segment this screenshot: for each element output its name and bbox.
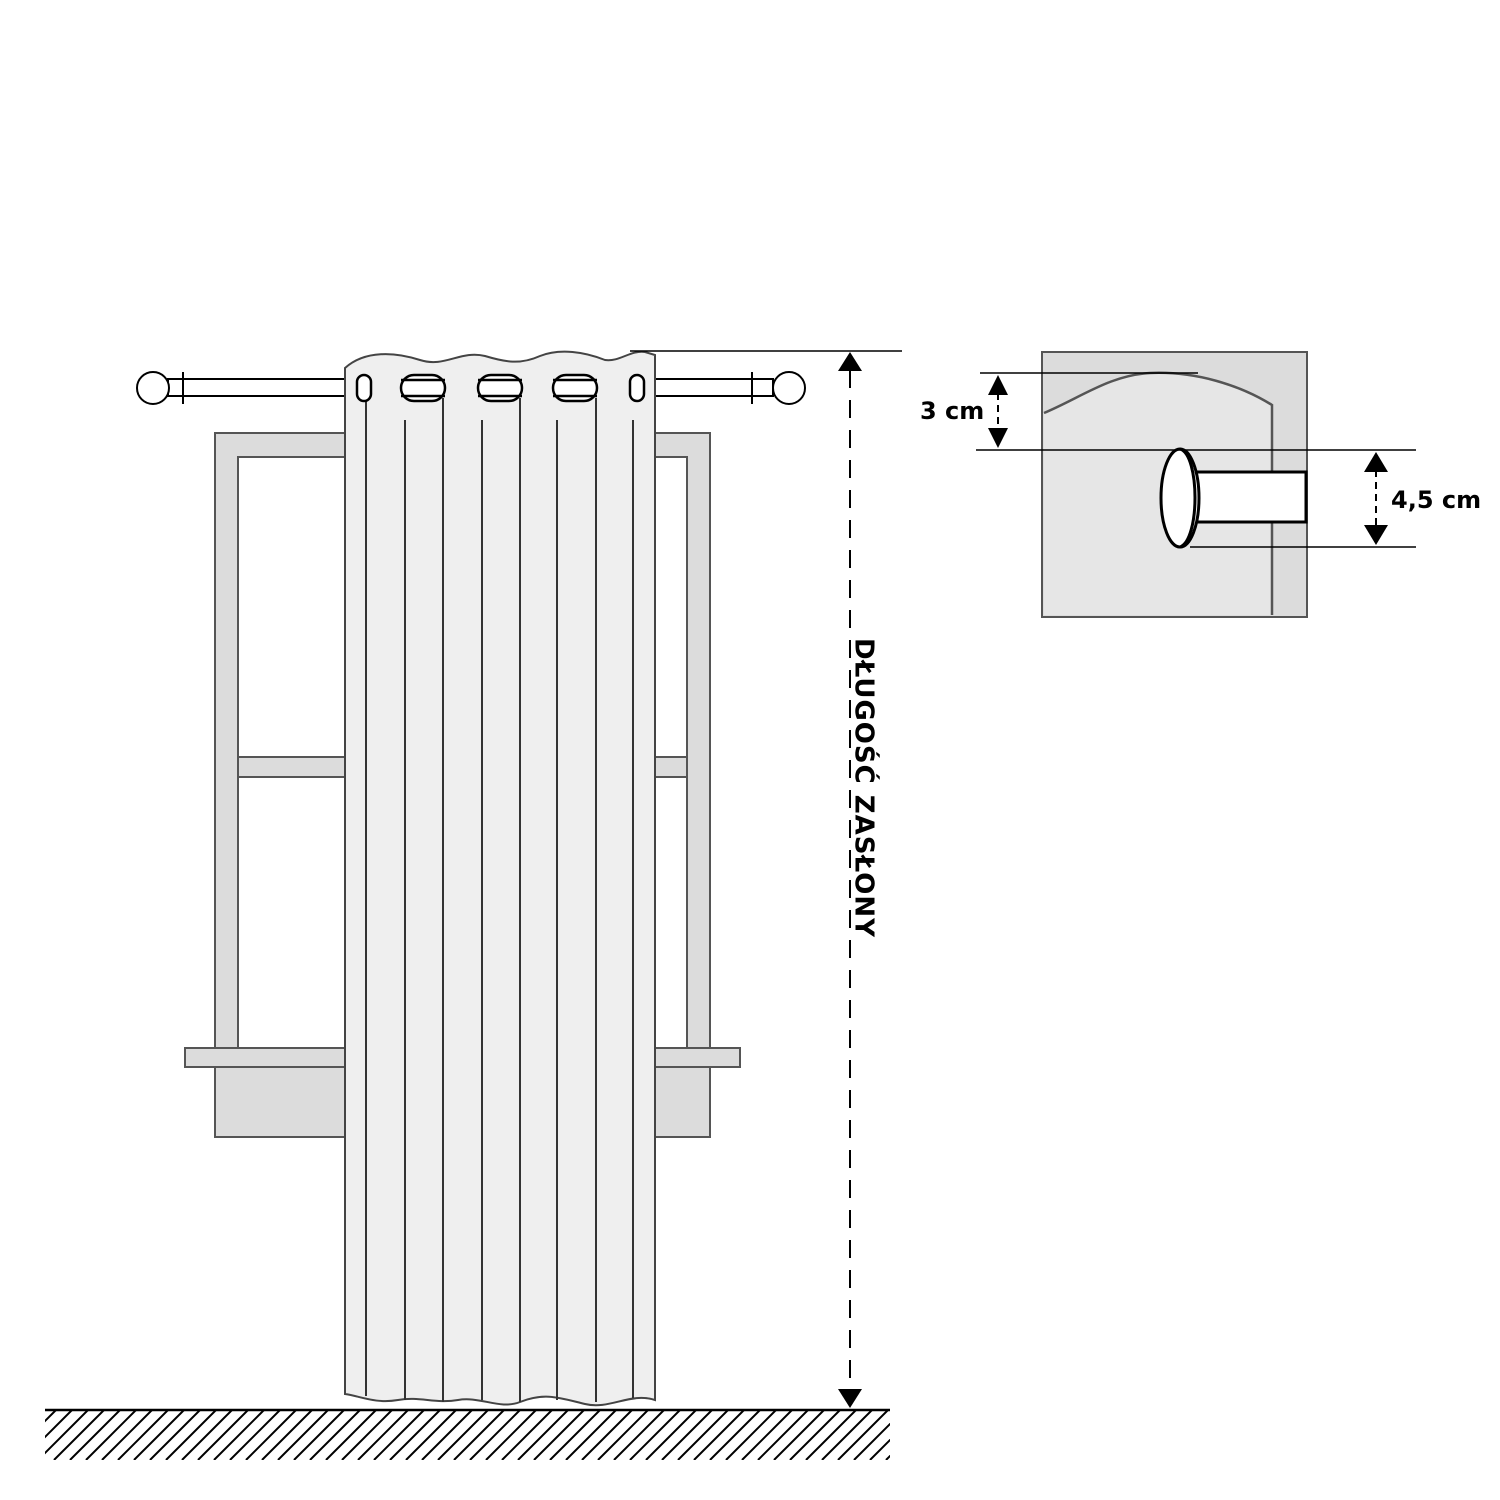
floor-hatch-line [629, 1410, 681, 1460]
floor-hatch-line [277, 1410, 329, 1460]
arrow-up-icon [838, 352, 862, 371]
floor-hatch-line [45, 1410, 73, 1439]
arrow-down-icon [838, 1389, 862, 1408]
floor-hatch-line [45, 1410, 89, 1455]
curtain-folds [365, 398, 634, 1402]
floor-hatch-line [181, 1410, 233, 1460]
floor-hatch-line [0, 1410, 40, 1460]
detail-fabric [1044, 372, 1272, 615]
floor-hatch-line [501, 1410, 553, 1460]
floor-hatch-line [133, 1410, 185, 1460]
floor-hatch-line [53, 1410, 105, 1460]
floor-hatch-line [821, 1410, 873, 1460]
detail-eyelet [1159, 447, 1201, 549]
floor-hatch-line [645, 1410, 697, 1460]
floor-hatch-line [485, 1410, 537, 1460]
floor [0, 1408, 890, 1460]
floor-hatch-line [789, 1410, 841, 1460]
floor-hatch-line [741, 1410, 793, 1460]
floor-hatch-line [373, 1410, 425, 1460]
rod-finial-left [136, 371, 170, 405]
floor-hatch-line [581, 1410, 633, 1460]
floor-hatch-line [45, 1410, 57, 1423]
floor-hatch-line [613, 1410, 665, 1460]
floor-hatch-line [69, 1410, 121, 1460]
eyelet-diameter-dimension: 4,5 cm [1190, 452, 1481, 548]
arrow-up-icon [1364, 452, 1388, 472]
floor-hatch-line [757, 1410, 809, 1460]
floor-hatch-line [533, 1410, 585, 1460]
arrow-down-icon [1364, 525, 1388, 545]
floor-hatch-line [549, 1410, 601, 1460]
floor-hatch-line [261, 1410, 313, 1460]
floor-hatch-line [773, 1410, 825, 1460]
rod-finial-right [772, 371, 806, 405]
floor-hatch-line [197, 1410, 249, 1460]
floor-hatch-line [885, 1454, 890, 1460]
floor-hatch-line [805, 1410, 857, 1460]
floor-hatch-line [229, 1410, 281, 1460]
curtain-length-label: DŁUGOŚĆ ZASŁONY [849, 638, 881, 938]
floor-hatch-line [165, 1410, 217, 1460]
floor-hatch-line [213, 1410, 265, 1460]
heading-height-dimension: 3 cm [920, 372, 1416, 451]
floor-hatch-line [149, 1410, 201, 1460]
curtain-panel [344, 350, 656, 1407]
floor-hatch-line [405, 1410, 457, 1460]
arrow-up-icon [988, 375, 1008, 395]
floor-hatch-line [517, 1410, 569, 1460]
heading-height-label: 3 cm [920, 397, 984, 425]
floor-hatch-line [117, 1410, 169, 1460]
floor-hatch-line [437, 1410, 489, 1460]
floor-hatch-line [341, 1410, 393, 1460]
floor-hatch-line [869, 1438, 890, 1460]
floor-hatch-line [245, 1410, 297, 1460]
floor-hatch-line [725, 1410, 777, 1460]
floor-hatch-line [453, 1410, 505, 1460]
floor-hatch-line [101, 1410, 153, 1460]
eyelet-detail-inset: 3 cm 4,5 cm [920, 351, 1481, 618]
floor-hatch-line [677, 1410, 729, 1460]
floor-hatch-line [421, 1410, 473, 1460]
floor-hatch-line [469, 1410, 521, 1460]
floor-hatch-line [709, 1410, 761, 1460]
floor-hatch-line [661, 1410, 713, 1460]
floor-hatch-line [565, 1410, 617, 1460]
curtain-eyelets [355, 373, 646, 403]
curtain-length-dimension: DŁUGOŚĆ ZASŁONY [630, 350, 902, 1408]
floor-hatch-line [597, 1410, 649, 1460]
floor-hatch-line [309, 1410, 361, 1460]
floor-hatch-line [693, 1410, 745, 1460]
floor-hatch-line [389, 1410, 441, 1460]
floor-hatch-line [357, 1410, 409, 1460]
floor-hatch-line [85, 1410, 137, 1460]
arrow-down-icon [988, 428, 1008, 448]
floor-hatch-line [837, 1410, 889, 1460]
floor-hatch-line [853, 1422, 890, 1460]
curtain [344, 350, 656, 1407]
eyelet-diameter-label: 4,5 cm [1391, 486, 1481, 514]
floor-hatch-line [325, 1410, 377, 1460]
floor-hatch-line [293, 1410, 345, 1460]
